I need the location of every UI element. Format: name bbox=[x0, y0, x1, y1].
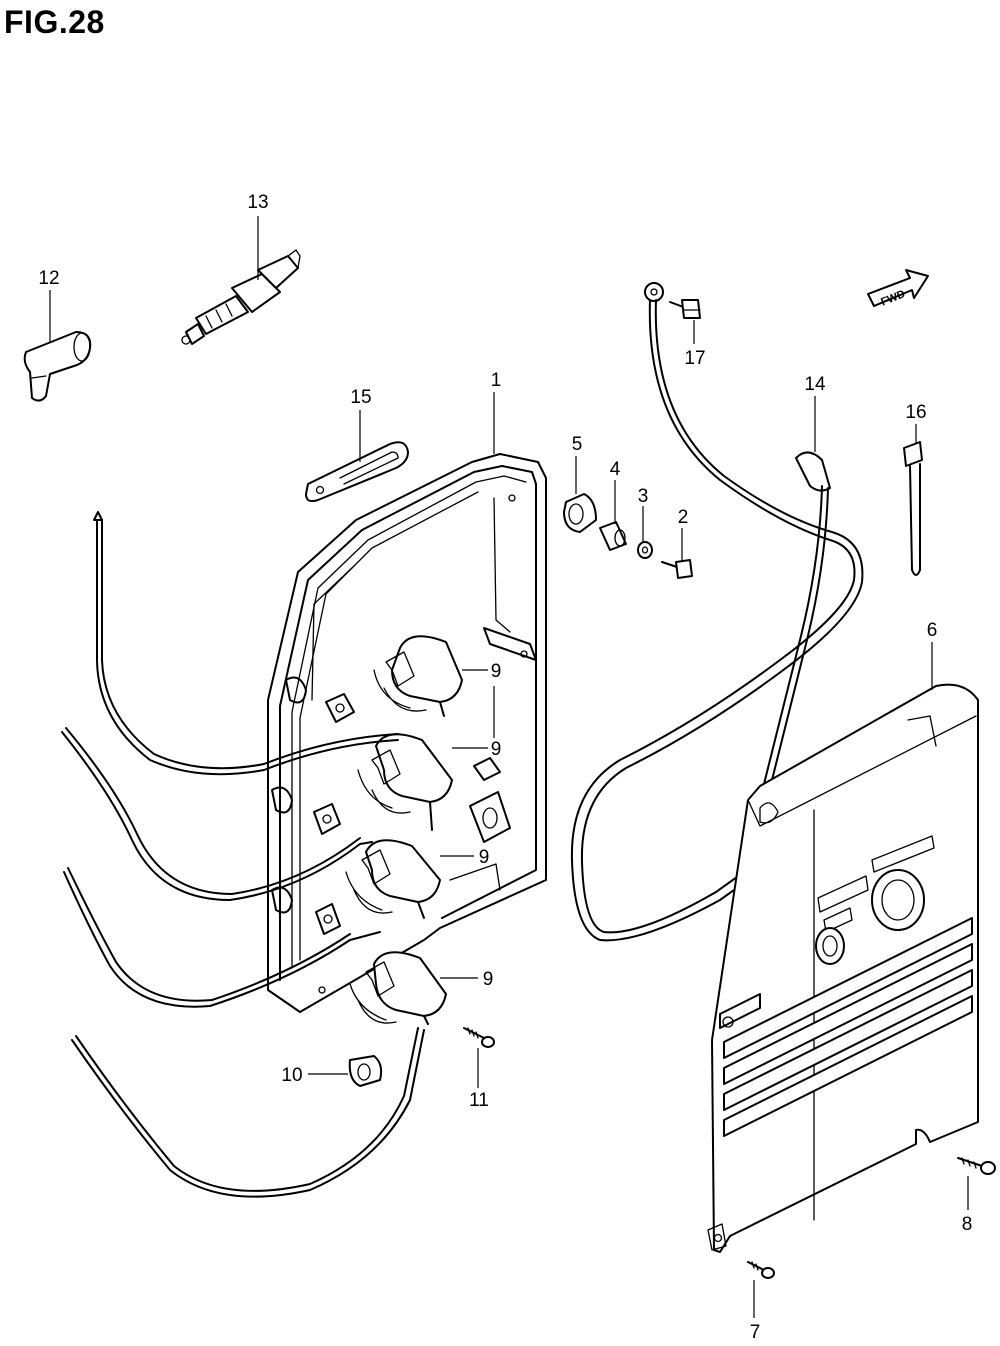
callout-12: 12 bbox=[38, 268, 59, 289]
callout-11: 11 bbox=[469, 1090, 489, 1111]
part-9-ignition-coil-1[interactable] bbox=[373, 635, 463, 717]
callout-7: 7 bbox=[750, 1322, 761, 1343]
callout-1: 1 bbox=[491, 370, 502, 391]
high-tension-cords bbox=[61, 511, 425, 1198]
part-4-collar[interactable] bbox=[599, 521, 627, 551]
callout-labels: 1 2 3 4 5 6 7 8 9 9 9 9 10 11 12 13 14 1… bbox=[38, 192, 972, 1343]
callout-17: 17 bbox=[684, 348, 705, 369]
part-2-bolt[interactable] bbox=[661, 559, 693, 579]
part-3-washer[interactable] bbox=[637, 541, 653, 559]
part-12-plug-cap[interactable] bbox=[23, 331, 92, 402]
callout-8: 8 bbox=[962, 1214, 973, 1235]
callout-9b: 9 bbox=[491, 739, 502, 760]
callout-9a: 9 bbox=[491, 661, 502, 682]
callout-6: 6 bbox=[927, 620, 938, 641]
callout-14: 14 bbox=[804, 374, 826, 395]
leader-lines bbox=[49, 216, 969, 1318]
callout-10: 10 bbox=[281, 1065, 302, 1086]
part-13-spark-plug[interactable] bbox=[181, 249, 301, 345]
part-1-bracket[interactable] bbox=[267, 453, 547, 1013]
part-15-clamp[interactable] bbox=[305, 441, 409, 503]
callout-3: 3 bbox=[638, 486, 649, 507]
callout-5: 5 bbox=[572, 434, 583, 455]
part-5-bushing[interactable] bbox=[563, 493, 597, 533]
part-8-screw[interactable] bbox=[957, 1157, 996, 1175]
part-9-ignition-coil-4[interactable] bbox=[349, 951, 447, 1025]
fwd-arrow: FWD bbox=[867, 269, 929, 309]
part-16-cable-tie[interactable] bbox=[903, 441, 923, 576]
part-11-screw[interactable] bbox=[463, 1027, 495, 1048]
figure-title: FIG.28 bbox=[4, 4, 105, 40]
callout-13: 13 bbox=[247, 192, 268, 213]
part-7-screw[interactable] bbox=[747, 1261, 775, 1279]
callout-2: 2 bbox=[678, 507, 689, 528]
callout-9c: 9 bbox=[479, 847, 490, 868]
part-17-bolt[interactable] bbox=[669, 299, 701, 319]
callout-9d: 9 bbox=[483, 969, 494, 990]
callout-16: 16 bbox=[905, 402, 926, 423]
callout-15: 15 bbox=[350, 387, 371, 408]
part-9-ignition-coil-3[interactable] bbox=[345, 839, 441, 919]
part-9-ignition-coil-2[interactable] bbox=[357, 733, 453, 831]
part-10-grommet[interactable] bbox=[348, 1055, 383, 1087]
part-6-cover[interactable] bbox=[707, 683, 979, 1253]
callout-4: 4 bbox=[610, 459, 621, 480]
